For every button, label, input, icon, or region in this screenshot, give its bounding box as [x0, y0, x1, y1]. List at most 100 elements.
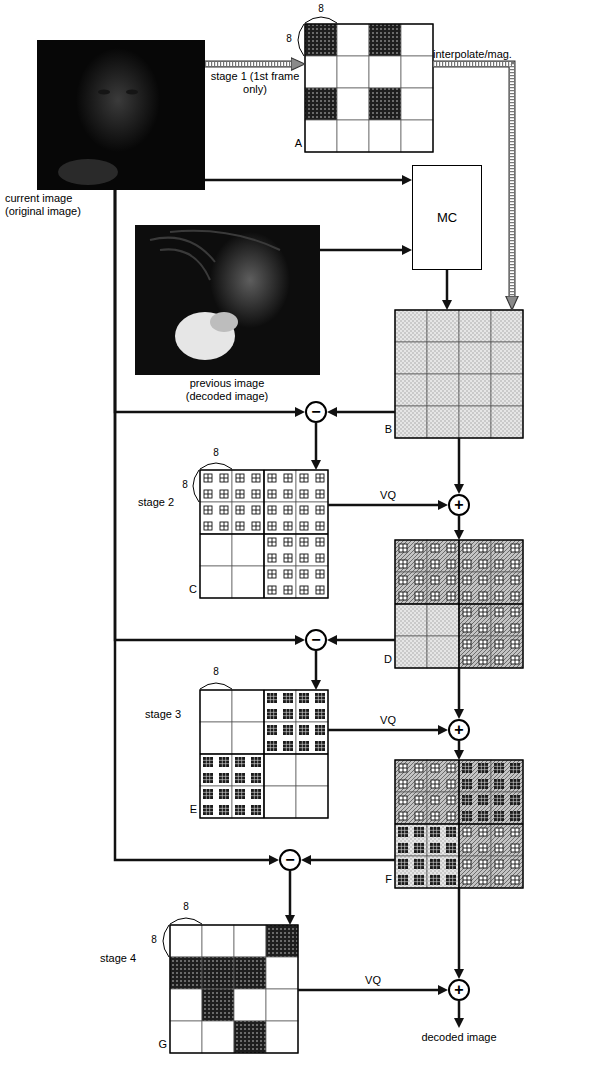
block-glyph	[463, 624, 471, 632]
grid-border	[305, 24, 433, 152]
block-glyph	[446, 859, 456, 869]
block-glyph	[415, 796, 423, 804]
block-glyph	[204, 506, 212, 514]
block-glyph	[399, 764, 407, 772]
block-glyph	[316, 570, 324, 578]
quadrant-lines	[395, 760, 523, 888]
block-glyph	[399, 560, 407, 568]
block-glyph	[203, 757, 213, 767]
operator-sign: −	[311, 404, 320, 420]
circle-shape	[449, 495, 469, 515]
node-label: F	[380, 873, 392, 886]
block-glyph	[220, 490, 228, 498]
block-glyph	[431, 592, 439, 600]
block-glyph	[203, 805, 213, 815]
connector-group	[115, 190, 269, 860]
block-glyph	[494, 779, 504, 789]
block-glyph	[479, 640, 487, 648]
add-node: +	[448, 494, 470, 516]
block-cell	[491, 792, 523, 824]
block-glyph	[494, 763, 504, 773]
grid-border	[395, 540, 523, 668]
flow-arrow	[458, 438, 461, 484]
block-glyph	[316, 586, 324, 594]
block-glyph	[219, 805, 229, 815]
block-glyph	[204, 522, 212, 530]
block-cell	[395, 792, 427, 824]
block-cell	[232, 754, 264, 786]
block-glyph	[495, 592, 503, 600]
hatch-fill	[205, 62, 291, 67]
block-glyph	[446, 875, 456, 885]
size-arc	[170, 918, 202, 924]
block-glyph	[267, 741, 277, 751]
block-glyph	[220, 522, 228, 530]
block-glyph	[399, 576, 407, 584]
block-glyph	[463, 560, 471, 568]
dimension-label: 8	[286, 33, 292, 45]
quadrant-lines	[395, 540, 523, 668]
block-glyph	[463, 624, 471, 632]
block-cell	[395, 604, 427, 636]
connector-group	[337, 640, 395, 641]
block-glyph	[511, 608, 519, 616]
block-glyph	[430, 859, 440, 869]
block-glyph	[447, 560, 455, 568]
block-glyph	[284, 490, 292, 498]
block-glyph	[415, 544, 423, 552]
block-glyph	[252, 474, 260, 482]
block-cell	[200, 470, 232, 502]
block-glyph	[252, 506, 260, 514]
block-cell	[234, 989, 266, 1021]
block-cell	[491, 406, 523, 438]
block-glyph	[399, 576, 407, 584]
block-glyph	[447, 764, 455, 772]
block-glyph	[494, 795, 504, 805]
block-glyph	[398, 875, 408, 885]
block-glyph	[268, 554, 276, 562]
block-glyph	[511, 608, 519, 616]
block-glyph	[447, 544, 455, 552]
block-glyph	[447, 576, 455, 584]
flow-arrow	[315, 651, 318, 680]
block-glyph	[268, 490, 276, 498]
block-cell	[395, 760, 427, 792]
block-glyph	[511, 624, 519, 632]
block-glyph	[463, 876, 471, 884]
block-glyph	[511, 876, 519, 884]
block-cell	[264, 690, 296, 722]
block-glyph	[446, 827, 456, 837]
block-cell	[296, 690, 328, 722]
block-glyph	[511, 876, 519, 884]
block-cell	[264, 566, 296, 598]
block-glyph	[495, 656, 503, 664]
block-glyph	[510, 779, 520, 789]
block-cell	[427, 636, 459, 668]
block-glyph	[462, 795, 472, 805]
block-glyph	[268, 474, 276, 482]
block-cell	[264, 786, 296, 818]
block-glyph	[251, 789, 261, 799]
block-glyph	[495, 560, 503, 568]
block-glyph	[479, 828, 487, 836]
block-glyph	[315, 725, 325, 735]
block-glyph	[431, 576, 439, 584]
block-glyph	[398, 827, 408, 837]
block-glyph	[463, 844, 471, 852]
block-cell	[459, 406, 491, 438]
block-glyph	[268, 506, 276, 514]
block-grids	[170, 24, 523, 1053]
block-glyph	[300, 522, 308, 530]
subtract-node: −	[305, 401, 327, 423]
block-glyph	[495, 640, 503, 648]
face-shape	[76, 48, 160, 152]
block-glyph	[268, 570, 276, 578]
block-cell	[491, 342, 523, 374]
node-label: D	[380, 653, 392, 666]
block-glyph	[236, 506, 244, 514]
flow-arrow	[298, 989, 438, 992]
block-cell	[427, 604, 459, 636]
block-glyph	[495, 828, 503, 836]
block-glyph	[300, 522, 308, 530]
